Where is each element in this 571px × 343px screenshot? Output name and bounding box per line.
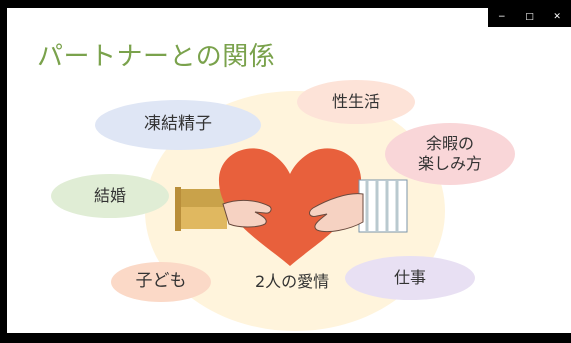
bubble-sex-life: 性生活 xyxy=(297,80,415,124)
bubble-marriage-label: 結婚 xyxy=(93,186,126,205)
left-arm-illustration xyxy=(175,187,227,231)
bubble-sex-life-label: 性生活 xyxy=(331,92,380,111)
bubble-children-label: 子ども xyxy=(135,271,187,292)
bubble-leisure: 余暇の 楽しみ方 xyxy=(385,123,515,185)
bubble-leisure-label-1: 余暇の xyxy=(425,134,474,153)
maximize-button[interactable]: □ xyxy=(525,12,534,22)
heart-shape xyxy=(218,148,362,266)
window-top-bar xyxy=(0,0,571,8)
window-controls: − □ ✕ xyxy=(488,8,571,27)
bubble-work: 仕事 xyxy=(345,256,475,300)
bubble-frozen-sperm-label: 凍結精子 xyxy=(144,114,212,135)
slide-title: パートナーとの関係 xyxy=(37,42,276,72)
minimize-button[interactable]: − xyxy=(498,12,506,22)
center-label-love: 2人の愛情 xyxy=(255,272,330,291)
bubble-frozen-sperm: 凍結精子 xyxy=(95,100,261,150)
left-hand-illustration xyxy=(222,199,272,228)
slide-canvas: パートナーとの関係 凍結精子 性 xyxy=(7,8,571,333)
close-button[interactable]: ✕ xyxy=(553,12,561,22)
bubble-work-label: 仕事 xyxy=(393,268,426,287)
right-arm-illustration xyxy=(358,179,408,233)
bubble-children: 子ども xyxy=(111,262,211,302)
window-bottom-bar xyxy=(0,333,571,343)
bubble-leisure-label-2: 楽しみ方 xyxy=(417,154,482,173)
right-hand-illustration xyxy=(309,193,364,233)
bubble-marriage: 結婚 xyxy=(51,174,169,218)
